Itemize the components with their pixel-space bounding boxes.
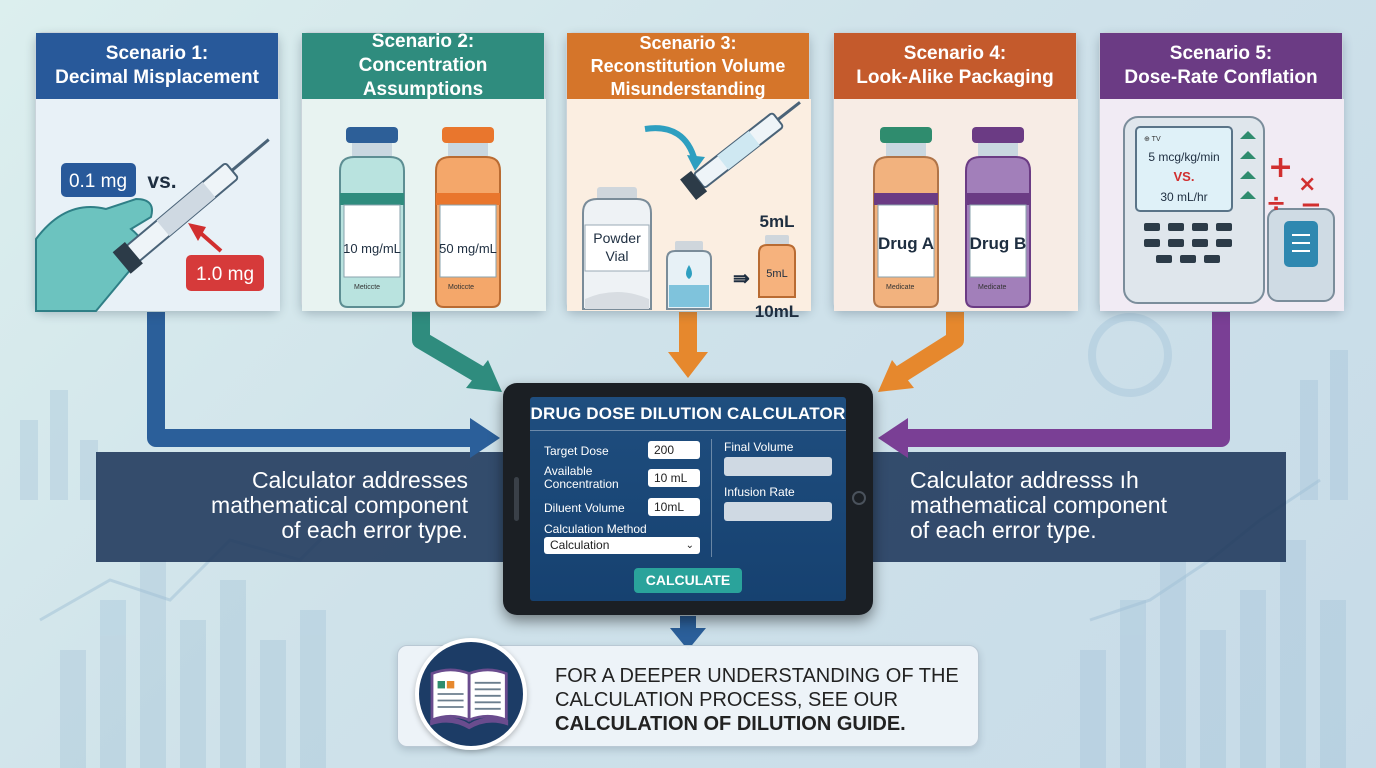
scenario-2-subtitle: Concentration Assumptions [358, 55, 488, 100]
scenario-card-2: Scenario 2: Concentration Assumptions 10… [301, 31, 546, 311]
right-info-band [872, 452, 1286, 562]
right-description: Calculator addresss ıh mathematical comp… [910, 467, 1167, 543]
column-divider [711, 439, 712, 557]
svg-text:÷: ÷ [1266, 189, 1286, 217]
reconstitution-illustration: Powder Vial ⇛ 5mL 5mL 10mL [582, 101, 801, 321]
target-dose-label: Target Dose [544, 444, 609, 458]
available-concentration-input[interactable]: 10 mL [648, 469, 700, 487]
powder-label-2: Vial [605, 248, 628, 264]
scenario-4-header: Scenario 4: Look-Alike Packaging [834, 33, 1076, 99]
calculator-screen: DRUG DOSE DILUTION CALCULATOR Target Dos… [530, 397, 846, 601]
pump-versus-label: VS. [1174, 169, 1195, 184]
svg-text:⇛: ⇛ [733, 268, 750, 290]
scenario-1-title: Scenario 1: [105, 43, 209, 64]
guide-text: FOR A DEEPER UNDERSTANDING OF THE CALCUL… [555, 664, 975, 736]
scenario-4-subtitle: Look-Alike Packaging [856, 67, 1054, 88]
chevron-down-icon: ⌄ [685, 540, 694, 551]
scenario-card-4: Scenario 4: Look-Alike Packaging Drug A … [833, 32, 1078, 311]
guide-line-2: CALCULATION PROCESS, SEE OUR [555, 689, 899, 711]
scenario-3-header: Scenario 3: Reconstitution Volume Misund… [567, 33, 809, 99]
tablet-home-button[interactable] [852, 491, 866, 505]
final-volume-output [724, 457, 832, 476]
svg-text:−: − [1300, 190, 1322, 220]
calculate-button[interactable]: CALCULATE [634, 568, 742, 593]
target-dose-input[interactable]: 200 [648, 441, 700, 459]
available-concentration-label-1: Available [544, 464, 593, 478]
brand-b-label: Medicate [978, 284, 1007, 291]
infusion-rate-label: Infusion Rate [724, 485, 795, 499]
calculator-title: DRUG DOSE DILUTION CALCULATOR [530, 397, 846, 431]
infusion-pump-illustration: ⊕ TV 5 mcg/kg/min VS. 30 mL/hr + × [1123, 116, 1335, 304]
guide-line-1: FOR A DEEPER UNDERSTANDING OF THE [555, 665, 959, 687]
brand-a-label: Medicate [886, 284, 915, 291]
pump-header-label: ⊕ TV [1144, 136, 1161, 143]
powder-label-1: Powder [593, 230, 641, 246]
arrow-scenario-2 [412, 312, 487, 384]
arrow-scenario-4 [893, 312, 964, 384]
tablet-side-button [514, 477, 519, 521]
scenario-2-title: Scenario 2: [371, 31, 475, 52]
drug-b-label: Drug B [970, 234, 1027, 253]
left-info-band [96, 452, 506, 562]
scenario-4-title: Scenario 4: [903, 43, 1007, 64]
arrow-scenario-1 [147, 312, 478, 447]
scenario-card-5: Scenario 5: Dose-Rate Conflation ⊕ TV 5 … [1099, 32, 1344, 311]
drug-a-label: Drug A [878, 234, 934, 253]
left-description: Calculator addresses mathematical compon… [211, 467, 468, 543]
svg-text:+: + [1268, 150, 1293, 185]
volume-top-label: 5mL [760, 212, 795, 231]
calculation-method-label: Calculation Method [544, 522, 647, 536]
versus-label: vs. [147, 170, 176, 193]
scenario-5-subtitle: Dose-Rate Conflation [1124, 67, 1318, 88]
guide-callout[interactable]: FOR A DEEPER UNDERSTANDING OF THE CALCUL… [397, 638, 979, 750]
final-volume-label: Final Volume [724, 440, 794, 454]
vials-illustration: 10 mg/mL Meticcte 50 mg/mL Moticcte [339, 127, 501, 308]
volume-mid-label: 5mL [766, 268, 787, 280]
dose-b-label: 1.0 mg [196, 264, 254, 285]
scenario-card-1: Scenario 1: Decimal Misplacement 0.1 mg … [35, 32, 280, 312]
vial-a-label: 10 mg/mL [343, 241, 401, 256]
rate-b-label: 30 mL/hr [1160, 190, 1207, 204]
scenario-5-title: Scenario 5: [1169, 43, 1273, 64]
scenario-3-title: Scenario 3: [639, 32, 737, 53]
volume-bottom-label: 10mL [755, 302, 799, 321]
scenario-1-subtitle: Decimal Misplacement [55, 67, 259, 88]
guide-link[interactable]: CALCULATION OF DILUTION GUIDE. [555, 713, 906, 735]
infusion-rate-output [724, 502, 832, 521]
dose-a-label: 0.1 mg [69, 171, 127, 192]
calculation-method-select[interactable]: Calculation ⌄ [544, 537, 700, 554]
arrow-scenario-5 [900, 312, 1230, 447]
scenario-2-header: Scenario 2: Concentration Assumptions [302, 31, 544, 100]
scenario-3-subtitle: Reconstitution Volume Misunderstanding [590, 55, 786, 99]
diluent-volume-label: Diluent Volume [544, 501, 625, 515]
scenario-1-header: Scenario 1: Decimal Misplacement [36, 33, 278, 99]
brand-a-label: Meticcte [354, 284, 380, 291]
diluent-volume-input[interactable]: 10mL [648, 498, 700, 516]
calculation-method-value: Calculation [550, 538, 610, 552]
brand-b-label: Moticcte [448, 284, 474, 291]
scenario-5-header: Scenario 5: Dose-Rate Conflation [1100, 33, 1342, 99]
svg-text:×: × [1298, 172, 1316, 197]
look-alike-vials-illustration: Drug A Medicate Drug B Medicate [873, 127, 1031, 308]
book-icon [415, 638, 527, 750]
syringe-illustration: 0.1 mg vs. 1.0 mg [35, 138, 270, 312]
vial-b-label: 50 mg/mL [439, 241, 497, 256]
scenario-card-3: Scenario 3: Reconstitution Volume Misund… [566, 32, 811, 321]
rate-a-label: 5 mcg/kg/min [1148, 150, 1219, 164]
calculator-tablet: DRUG DOSE DILUTION CALCULATOR Target Dos… [503, 383, 873, 615]
available-concentration-label-2: Concentration [544, 477, 619, 491]
